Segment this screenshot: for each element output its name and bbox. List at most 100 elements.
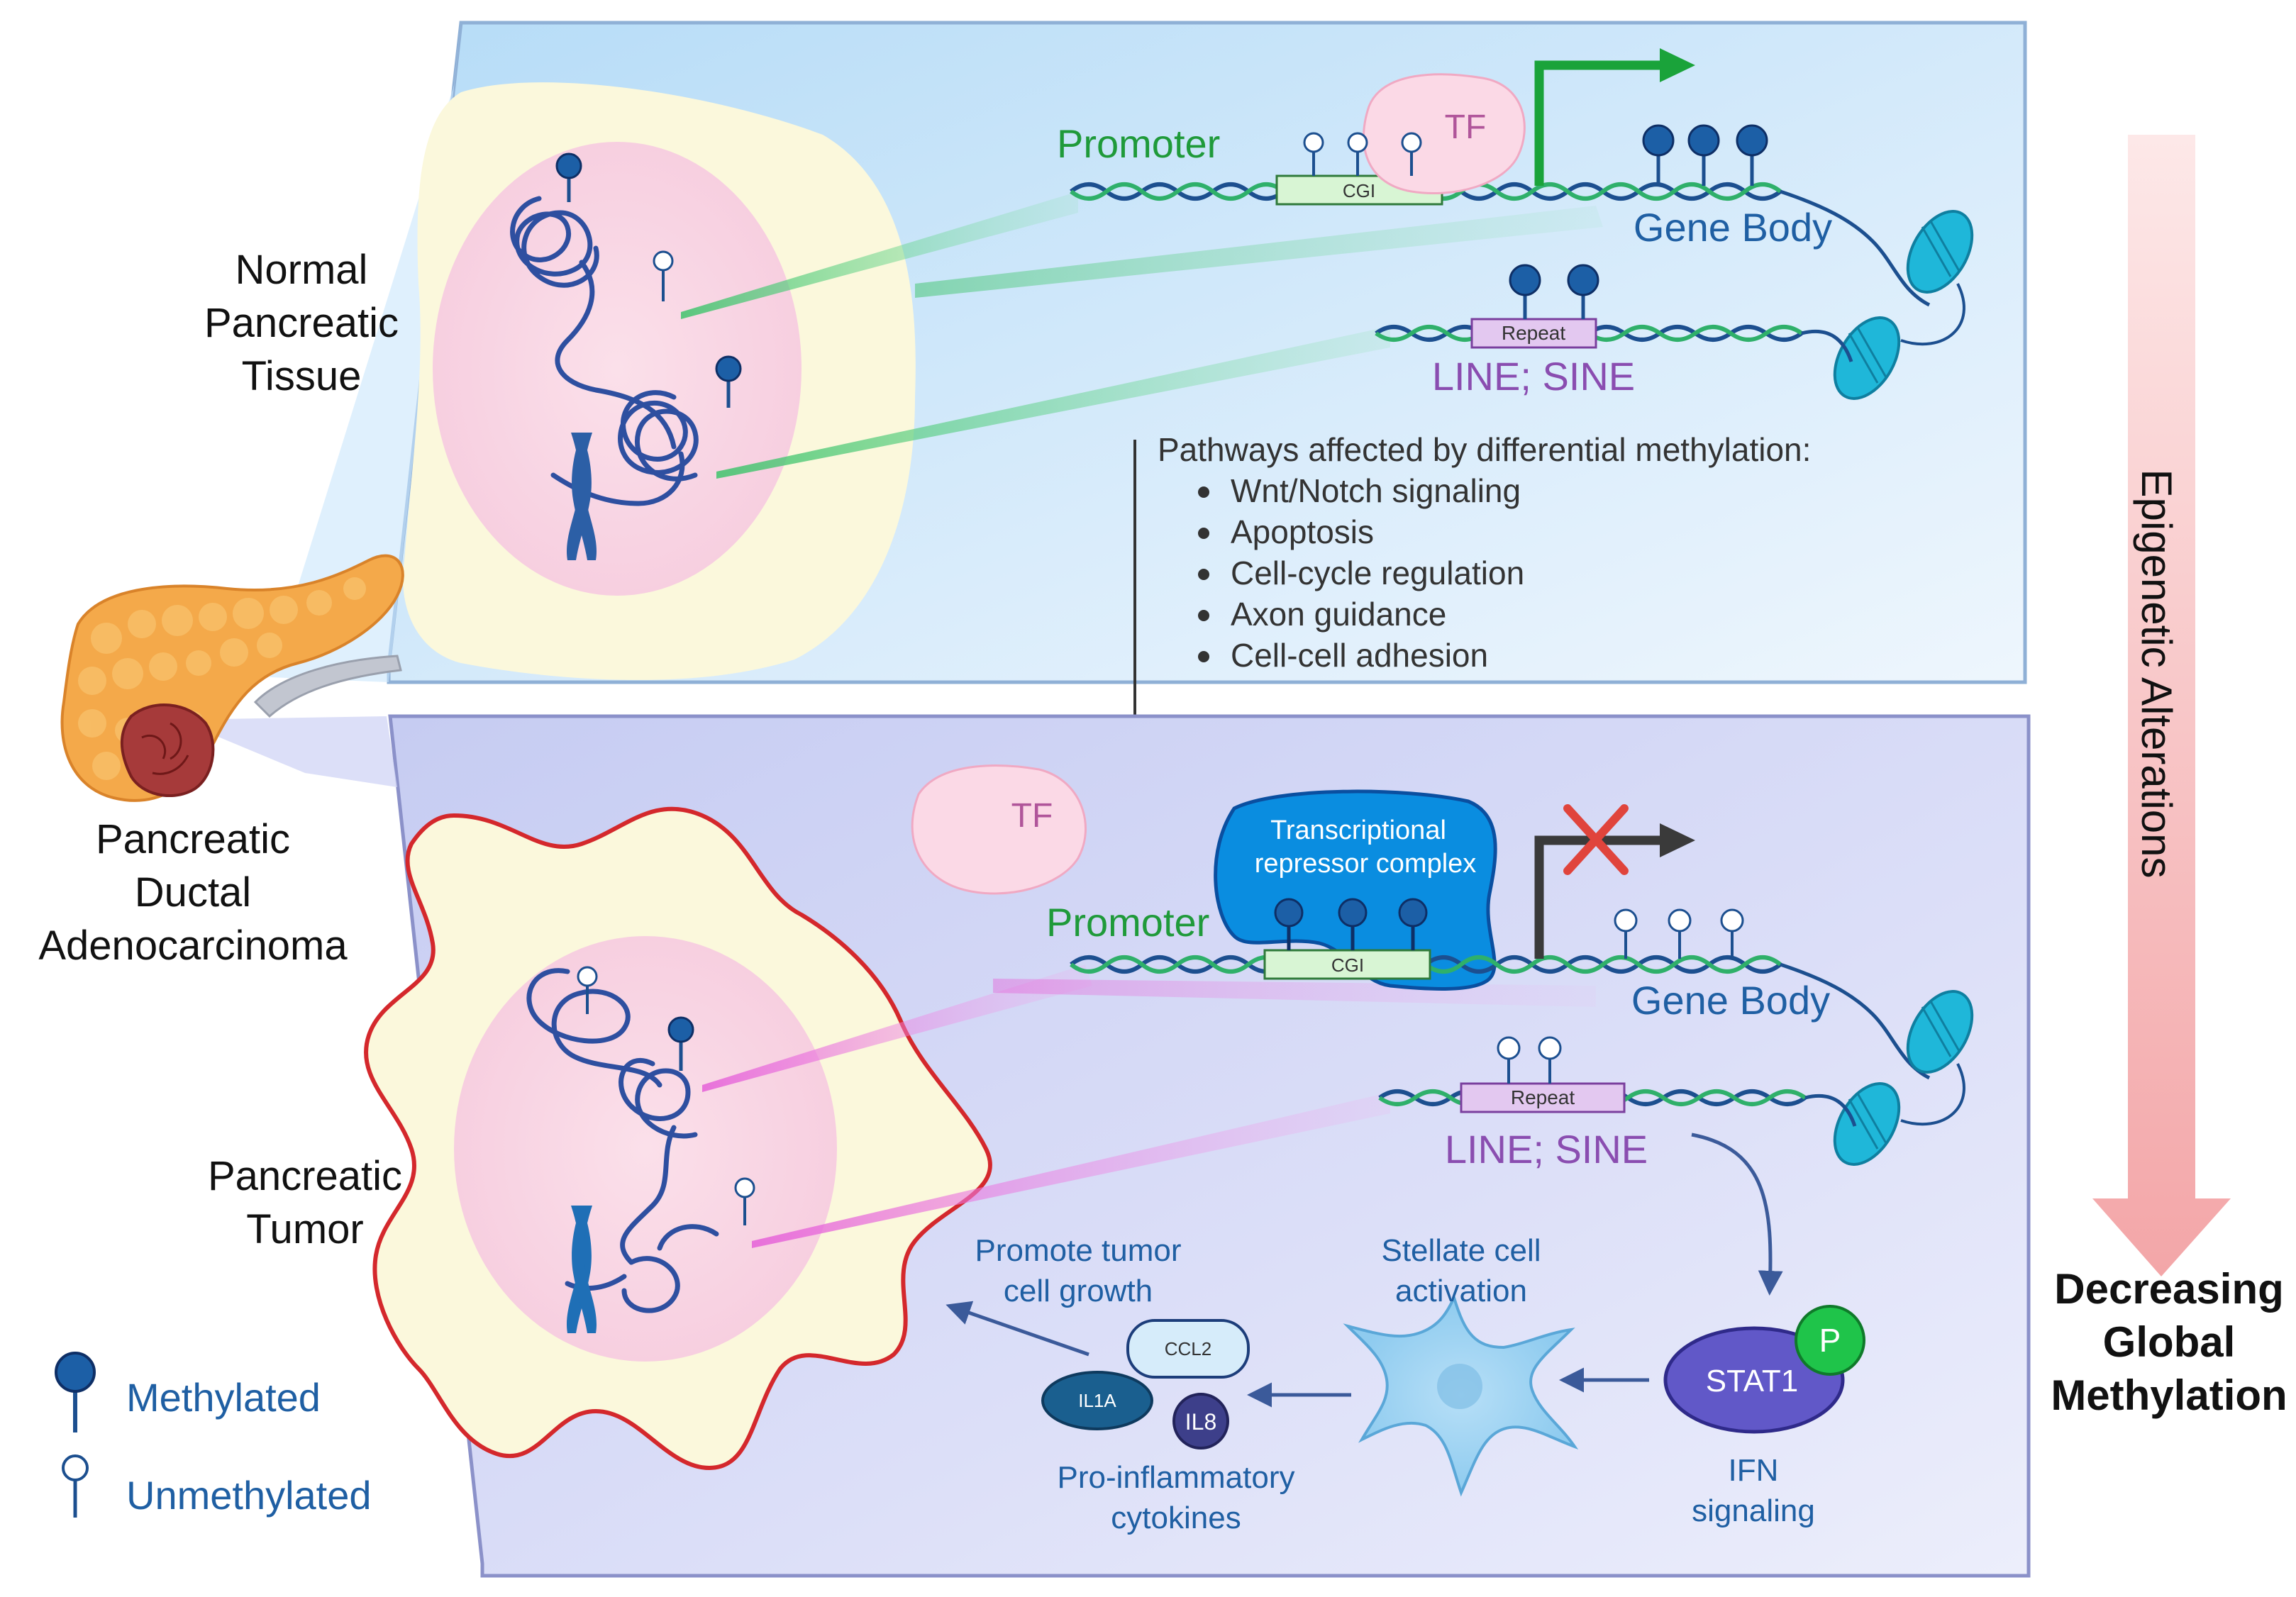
svg-text:Adenocarcinoma: Adenocarcinoma bbox=[38, 923, 348, 969]
pathway-item: Cell-cycle regulation bbox=[1231, 555, 1524, 591]
pathways-box: Pathways affected by differential methyl… bbox=[1158, 431, 1811, 674]
il1a-node bbox=[1041, 1371, 1153, 1430]
zoom-beam-bottom-2 bbox=[752, 1092, 1390, 1248]
svg-text:Global: Global bbox=[2103, 1318, 2236, 1366]
bottom-line-sine-label: LINE; SINE bbox=[1445, 1127, 1648, 1172]
phospho-badge bbox=[1795, 1305, 1865, 1376]
top-repeat-box bbox=[1470, 318, 1597, 349]
pathway-bullet bbox=[1198, 610, 1209, 621]
promote-label-2: cell growth bbox=[1004, 1274, 1153, 1308]
bottom-genebody-label: Gene Body bbox=[1631, 978, 1830, 1023]
top-transcription-arrow bbox=[1534, 48, 1695, 186]
repressor-complex bbox=[1214, 789, 1497, 991]
svg-text:Pancreatic: Pancreatic bbox=[96, 816, 290, 862]
bottom-genebody-unmethylated bbox=[1614, 908, 1744, 959]
legend: Methylated Unmethylated bbox=[55, 1352, 372, 1518]
svg-text:Tissue: Tissue bbox=[242, 353, 362, 399]
il1a-label: IL1A bbox=[1078, 1390, 1116, 1411]
svg-text:Normal: Normal bbox=[235, 247, 368, 293]
stellate-label-1: Stellate cell bbox=[1381, 1233, 1541, 1268]
chromosome-icon-2 bbox=[566, 1206, 597, 1333]
zoom-beam-top-3 bbox=[915, 206, 1603, 298]
bottom-cgi-label: CGI bbox=[1331, 955, 1364, 976]
ifn-label-1: IFN bbox=[1729, 1453, 1779, 1488]
ccl2-node bbox=[1126, 1319, 1250, 1379]
il8-label: IL8 bbox=[1185, 1409, 1216, 1435]
zoom-beam-top-2 bbox=[716, 326, 1390, 479]
top-promoter-label: Promoter bbox=[1057, 121, 1220, 166]
promote-label-1: Promote tumor bbox=[975, 1233, 1182, 1268]
normal-nucleus-marks bbox=[555, 152, 742, 408]
top-tf-label: TF bbox=[1445, 108, 1487, 146]
svg-text:Decreasing: Decreasing bbox=[2054, 1265, 2284, 1313]
chromosome-icon bbox=[566, 433, 597, 560]
cytokines-label-2: cytokines bbox=[1111, 1501, 1241, 1535]
top-line-sine-label: LINE; SINE bbox=[1432, 354, 1635, 399]
line-to-stat1-arrow bbox=[1691, 1133, 1783, 1296]
top-nucleosome-2 bbox=[1833, 316, 1901, 400]
normal-nucleus bbox=[433, 142, 802, 596]
il8-node bbox=[1172, 1393, 1229, 1449]
decreasing-label: Decreasing Global Methylation bbox=[2051, 1265, 2287, 1419]
cytokines-to-tumor-arrow bbox=[945, 1301, 1089, 1357]
tumor-nucleus bbox=[454, 936, 837, 1362]
svg-text:Pancreatic: Pancreatic bbox=[208, 1153, 402, 1199]
blocked-x-icon bbox=[1563, 804, 1629, 875]
bottom-repeat-label: Repeat bbox=[1511, 1086, 1575, 1108]
svg-text:Pancreatic: Pancreatic bbox=[204, 300, 399, 346]
bottom-tf-label: TF bbox=[1011, 797, 1053, 835]
ifn-label-2: signaling bbox=[1692, 1493, 1815, 1528]
unmethylated-legend-label: Unmethylated bbox=[126, 1473, 372, 1518]
ccl2-label: CCL2 bbox=[1165, 1338, 1211, 1359]
top-genebody-label: Gene Body bbox=[1634, 205, 1832, 250]
pathway-item: Axon guidance bbox=[1231, 596, 1446, 633]
stat1-label: STAT1 bbox=[1706, 1364, 1798, 1398]
pancreas-icon bbox=[60, 554, 404, 802]
tumor-mass bbox=[120, 703, 215, 797]
pathway-bullet bbox=[1198, 569, 1209, 580]
top-genebody-methylated bbox=[1642, 124, 1768, 186]
tumor-nucleus-marks bbox=[577, 966, 755, 1225]
pathway-bullet bbox=[1198, 528, 1209, 539]
top-tf-blob bbox=[1363, 73, 1526, 194]
zoom-beam-bottom-1 bbox=[702, 964, 1092, 1092]
bottom-repeat-unmethylated bbox=[1497, 1036, 1562, 1084]
bottom-cgi-methylated bbox=[1274, 898, 1428, 950]
repressor-label-2: repressor complex bbox=[1255, 849, 1477, 879]
phospho-label: P bbox=[1819, 1322, 1841, 1359]
pathway-bullet bbox=[1198, 486, 1209, 498]
top-cgi-label: CGI bbox=[1343, 180, 1375, 201]
pathway-item: Apoptosis bbox=[1231, 513, 1374, 550]
methylated-legend-icon bbox=[55, 1352, 96, 1393]
unmethylated-legend-icon bbox=[62, 1454, 89, 1481]
svg-text:Ductal: Ductal bbox=[135, 869, 251, 916]
top-repeat-methylated bbox=[1509, 264, 1599, 319]
top-cgi-unmethylated bbox=[1303, 132, 1422, 176]
bottom-repeat-box bbox=[1460, 1082, 1626, 1113]
svg-text:Methylation: Methylation bbox=[2051, 1371, 2287, 1419]
epigenetic-label: Epigenetic Alterations bbox=[2133, 469, 2180, 878]
methylated-legend-label: Methylated bbox=[126, 1375, 321, 1420]
repressor-label-1: Transcriptional bbox=[1270, 816, 1446, 845]
tumor-chromatin bbox=[526, 968, 719, 1313]
bottom-nucleosome-2 bbox=[1833, 1082, 1901, 1166]
cytokines-label-1: Pro-inflammatory bbox=[1058, 1460, 1295, 1495]
normal-tissue-label: Normal Pancreatic Tissue bbox=[204, 247, 399, 399]
bottom-tf-blob bbox=[911, 764, 1087, 895]
pathway-item: Wnt/Notch signaling bbox=[1231, 472, 1521, 509]
svg-text:Tumor: Tumor bbox=[246, 1206, 363, 1252]
bottom-nucleosome-1 bbox=[1906, 990, 1974, 1074]
pathway-bullet bbox=[1198, 651, 1209, 662]
bottom-transcription-arrow bbox=[1534, 823, 1695, 959]
epigenetic-arrow bbox=[2092, 135, 2231, 1276]
tumor-label: Pancreatic Tumor bbox=[208, 1153, 402, 1252]
pdac-label: Pancreatic Ductal Adenocarcinoma bbox=[38, 816, 348, 969]
bottom-promoter-label: Promoter bbox=[1046, 900, 1209, 945]
bottom-cgi-box bbox=[1263, 949, 1431, 980]
top-repeat-label: Repeat bbox=[1502, 322, 1566, 344]
top-panel bbox=[270, 21, 2027, 684]
pathways-title: Pathways affected by differential methyl… bbox=[1158, 431, 1811, 468]
stellate-label-2: activation bbox=[1395, 1274, 1527, 1308]
